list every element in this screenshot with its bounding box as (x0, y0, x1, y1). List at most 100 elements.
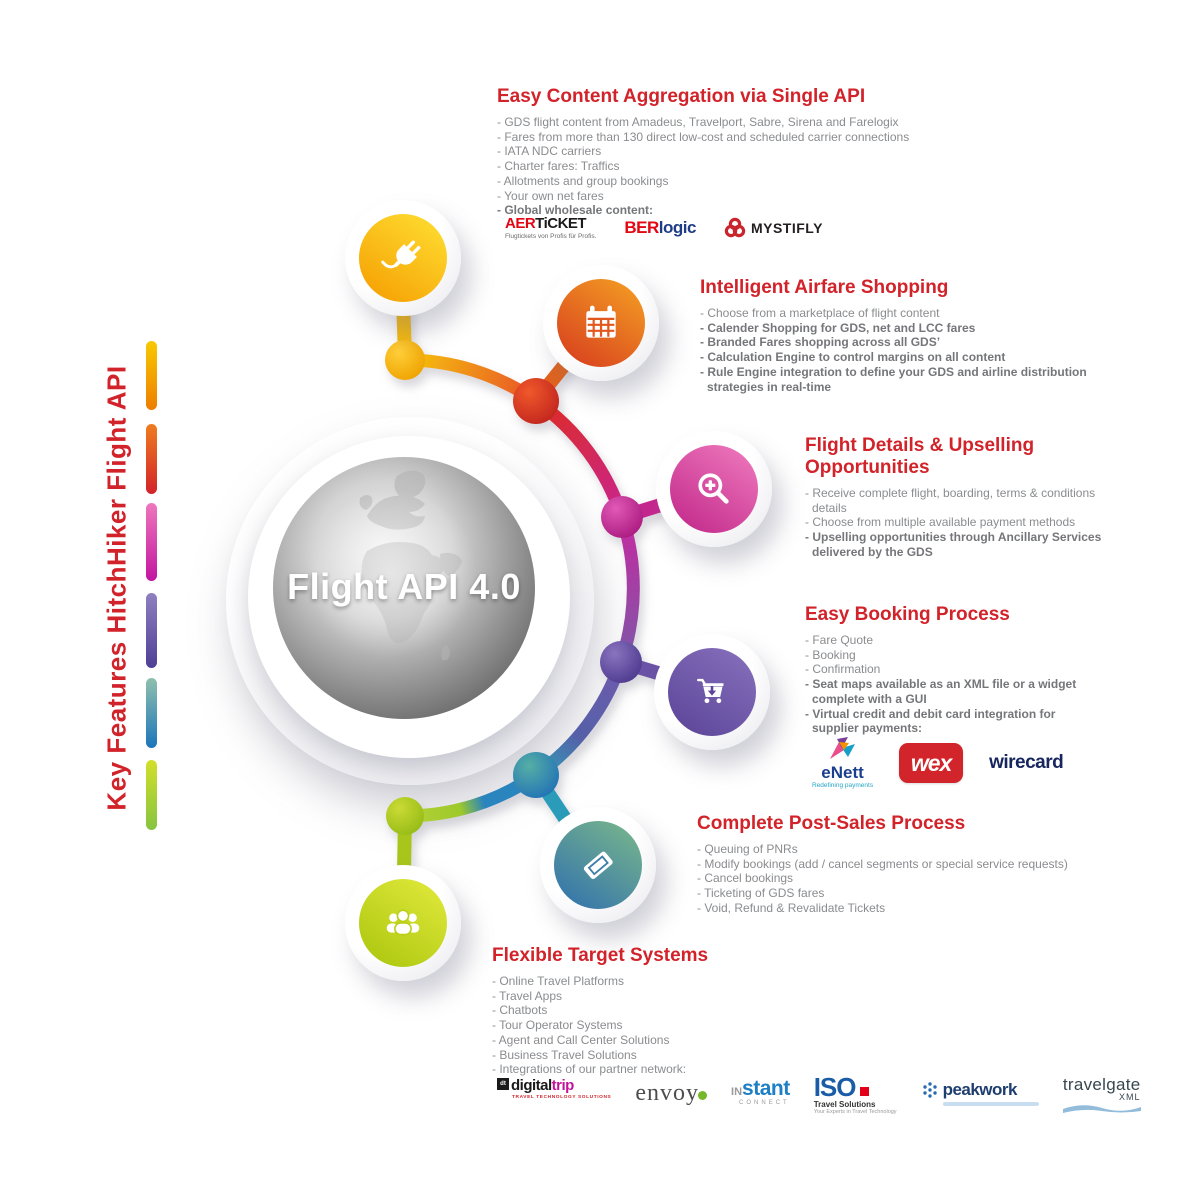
iso-line3: Your Experts in Travel Technology (813, 1109, 897, 1115)
list-item: - Charter fares: Traffics (497, 159, 620, 174)
section-heading: Flexible Target Systems (492, 945, 709, 966)
accent-bar-magenta (146, 503, 157, 581)
list-item: - Agent and Call Center Solutions (492, 1032, 670, 1047)
search-feature-circle (656, 431, 772, 547)
list-item: - Allotments and group bookings (497, 173, 669, 188)
payment-logos: eNett Redefining payments wex wirecard (812, 737, 1064, 789)
section-booking-process: Easy Booking Process - Fare Quote - Book… (805, 604, 1100, 736)
mystifly-name: MYSTIFLY (750, 219, 823, 236)
digitaltrip-part2: trip (551, 1077, 575, 1094)
list-item: - Modify bookings (add / cancel segments… (697, 856, 1068, 871)
list-item: - Calculation Engine to control margins … (700, 350, 1006, 365)
enett-name: eNett (821, 763, 864, 782)
list-item: - Your own net fares (497, 188, 604, 203)
list-item: - Global wholesale content: (497, 203, 654, 218)
ticket-feature-circle (540, 807, 656, 923)
aerticket-part2: TiCKET (535, 215, 587, 232)
section-content-aggregation: Easy Content Aggregation via Single API … (497, 86, 967, 218)
envoy-name: envoy (635, 1080, 700, 1106)
section-airfare-shopping: Intelligent Airfare Shopping - Choose fr… (700, 277, 1130, 394)
list-item: - Tour Operator Systems (492, 1018, 623, 1033)
instant-part2: stant (742, 1077, 790, 1100)
list-item: - Void, Refund & Revalidate Tickets (697, 900, 886, 915)
digitaltrip-part1: digital (511, 1077, 552, 1094)
aerticket-logo: AERTiCKET Flugtickets von Profis für Pro… (505, 215, 596, 240)
list-item: - GDS flight content from Amadeus, Trave… (497, 115, 899, 129)
list-item: - Branded Fares shopping across all GDS’ (700, 335, 941, 350)
people-group-icon (359, 879, 447, 967)
magnifier-plus-icon (670, 445, 758, 533)
center-label: Flight API 4.0 (287, 566, 521, 607)
travelgate-logo: travelgate XML (1062, 1075, 1141, 1120)
list-item: - Booking (805, 647, 856, 662)
node-red (513, 378, 559, 424)
instant-logo: INstant CONNECT (731, 1078, 790, 1106)
list-item: - Calender Shopping for GDS, net and LCC… (700, 320, 976, 335)
list-item: - Virtual credit and debit card integrat… (805, 706, 1056, 736)
accent-bar-blue (146, 678, 157, 748)
mystifly-knot-icon (724, 217, 746, 237)
node-green (386, 797, 424, 835)
section-heading: Complete Post-Sales Process (697, 813, 966, 834)
berlogic-part1: BER (624, 217, 659, 237)
iso-line2: Travel Solutions (813, 1100, 876, 1109)
enett-tagline: Redefining payments (812, 782, 874, 789)
plug-feature-circle (345, 200, 461, 316)
calendar-feature-circle (543, 265, 659, 381)
peakwork-dots-icon (922, 1082, 937, 1098)
instant-sub: CONNECT (739, 1100, 790, 1106)
enett-bird-icon (829, 737, 855, 759)
calendar-icon (557, 279, 645, 367)
instant-part1: IN (731, 1086, 743, 1098)
wirecard-logo: wirecard (989, 752, 1064, 774)
list-item: - IATA NDC carriers (497, 144, 602, 159)
iso-logo: ISO Travel Solutions Your Experts in Tra… (814, 1074, 897, 1116)
travelgate-wave-icon (1062, 1105, 1141, 1113)
list-item: - Rule Engine integration to define your… (700, 364, 1087, 394)
list-item: - Travel Apps (492, 988, 563, 1003)
accent-bar-red (146, 424, 157, 494)
wirecard-name: wirecard (989, 752, 1064, 773)
section-heading: Easy Booking Process (805, 604, 1010, 625)
node-teal (513, 752, 559, 798)
list-item: - Upselling opportunities through Ancill… (805, 530, 1102, 559)
enett-logo: eNett Redefining payments (812, 737, 873, 789)
cart-feature-circle (654, 634, 770, 750)
list-item: - Seat maps available as an XML file or … (805, 677, 1077, 706)
iso-square-icon (859, 1087, 869, 1096)
peakwork-name: peakwork (942, 1080, 1018, 1099)
list-item: - Fares from more than 130 direct low-co… (497, 129, 910, 144)
section-heading: Flight Details & Upselling Opportunities (805, 435, 1035, 478)
list-item: - Cancel bookings (697, 871, 794, 886)
accent-bar-green (146, 760, 157, 830)
accent-bar-purple (146, 593, 157, 668)
wholesale-logos: AERTiCKET Flugtickets von Profis für Pro… (505, 215, 823, 240)
node-purple (600, 641, 642, 683)
list-item: - Chatbots (492, 1003, 548, 1018)
list-item: - Choose from multiple available payment… (805, 515, 1076, 530)
accent-bar-orange (146, 341, 157, 410)
berlogic-part2: logic (658, 217, 697, 237)
list-item: - Confirmation (805, 662, 881, 677)
travelgate-name: travelgate (1062, 1075, 1141, 1094)
list-item: - Receive complete flight, boarding, ter… (805, 486, 1096, 515)
peakwork-logo: peakwork (921, 1080, 1039, 1106)
plug-icon (359, 214, 447, 302)
section-heading: Easy Content Aggregation via Single API (497, 86, 866, 107)
list-item: - Fare Quote (805, 633, 874, 647)
wex-logo: wex (899, 743, 964, 783)
section-heading: Intelligent Airfare Shopping (700, 277, 949, 298)
digitaltrip-tagline: TRAVEL TECHNOLOGY SOLUTIONS (512, 1095, 612, 1100)
envoy-logo: envoy (635, 1080, 708, 1107)
berlogic-logo: BERlogic (624, 218, 696, 238)
peakwork-tagline-bar (942, 1102, 1039, 1106)
digitaltrip-icon: dt (497, 1078, 509, 1090)
aerticket-tagline: Flugtickets von Profis für Profis. (505, 233, 597, 240)
list-item: - Online Travel Platforms (492, 974, 625, 988)
people-feature-circle (345, 865, 461, 981)
list-item: - Business Travel Solutions (492, 1047, 637, 1062)
globe-icon (272, 456, 536, 720)
ticket-icon (554, 821, 642, 909)
